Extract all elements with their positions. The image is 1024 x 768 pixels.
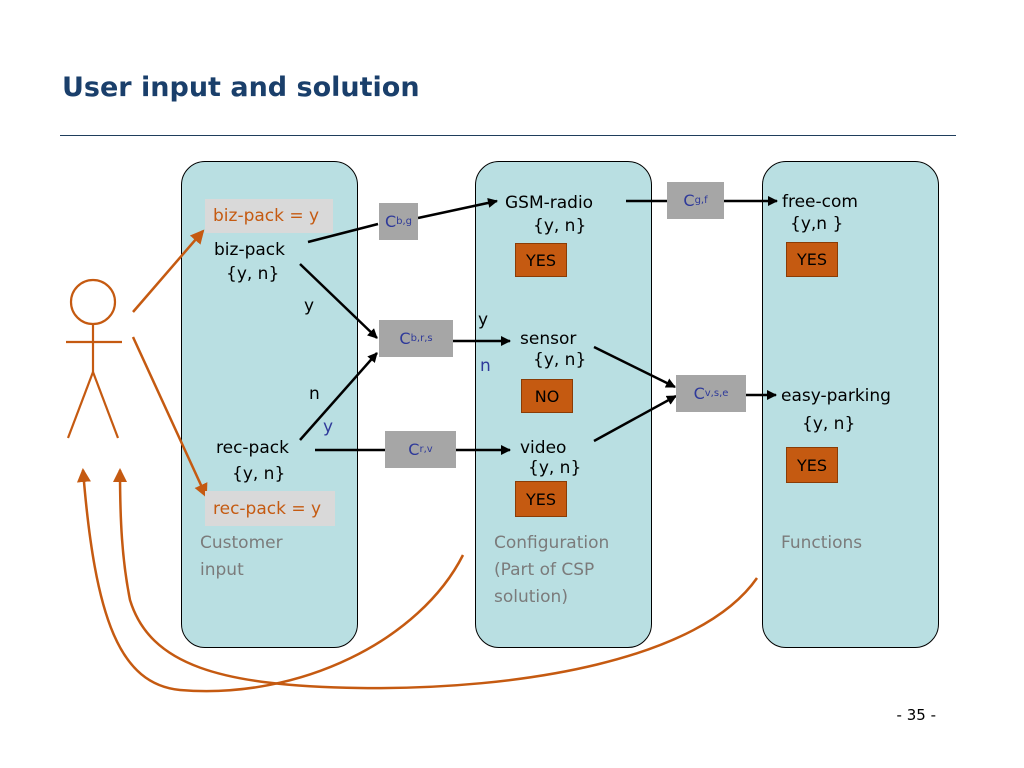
var-easy-parking-value: YES — [786, 447, 838, 483]
var-gsm-radio-domain: {y, n} — [533, 216, 587, 236]
user-stick-figure-icon — [66, 278, 122, 439]
var-rec-pack-domain: {y, n} — [232, 464, 286, 484]
var-sensor-name: sensor — [520, 329, 577, 349]
functions-panel-caption: Functions — [781, 533, 863, 553]
var-sensor-domain: {y, n} — [533, 350, 587, 370]
var-biz-pack-domain: {y, n} — [226, 264, 280, 284]
edge-bizpack-to-cbrs — [299, 263, 378, 339]
var-video-domain: {y, n} — [528, 458, 582, 478]
slide-title: User input and solution — [62, 72, 420, 103]
edge-video-to-cvse — [593, 394, 677, 443]
var-sensor-value: NO — [521, 379, 573, 413]
var-easy-parking-domain: {y, n} — [802, 414, 856, 434]
customer-panel-caption: Customer input — [200, 533, 283, 580]
arrow-user-to-rec-pack — [131, 336, 208, 498]
var-biz-pack-name: biz-pack — [214, 240, 285, 260]
edge-recpack-to-cbrs — [299, 352, 378, 441]
var-gsm-radio-name: GSM-radio — [505, 193, 594, 213]
page-number: - 35 - — [896, 706, 936, 724]
edge-cbg-to-gsm — [417, 198, 498, 220]
feedback-arrow-functions — [113, 468, 759, 690]
edge-label-rec-y: y — [323, 417, 334, 437]
var-free-com-name: free-com — [782, 192, 858, 212]
var-free-com-domain: {y,n } — [790, 214, 844, 234]
edge-label-rec-n: n — [309, 384, 320, 404]
arrow-user-to-biz-pack — [132, 229, 205, 313]
var-video-value: YES — [515, 481, 567, 517]
var-free-com-value: YES — [786, 242, 838, 277]
title-divider — [60, 135, 956, 136]
var-easy-parking-name: easy-parking — [781, 386, 891, 406]
edge-bizpack-to-cbg — [307, 222, 379, 244]
var-rec-pack-name: rec-pack — [216, 438, 289, 458]
var-video-name: video — [520, 438, 567, 458]
edge-label-biz-y: y — [304, 296, 315, 316]
user-input-biz-pack: biz-pack = y — [205, 199, 333, 233]
edge-label-sensor-y: y — [478, 310, 489, 330]
edge-label-sensor-n: n — [480, 356, 491, 376]
var-gsm-radio-value: YES — [515, 243, 567, 277]
feedback-arrow-configuration — [76, 468, 465, 693]
edge-sensor-to-cvse — [593, 345, 676, 389]
user-input-rec-pack: rec-pack = y — [205, 491, 335, 526]
customer-input-panel — [181, 161, 358, 648]
configuration-panel-caption: Configuration (Part of CSP solution) — [494, 533, 610, 607]
